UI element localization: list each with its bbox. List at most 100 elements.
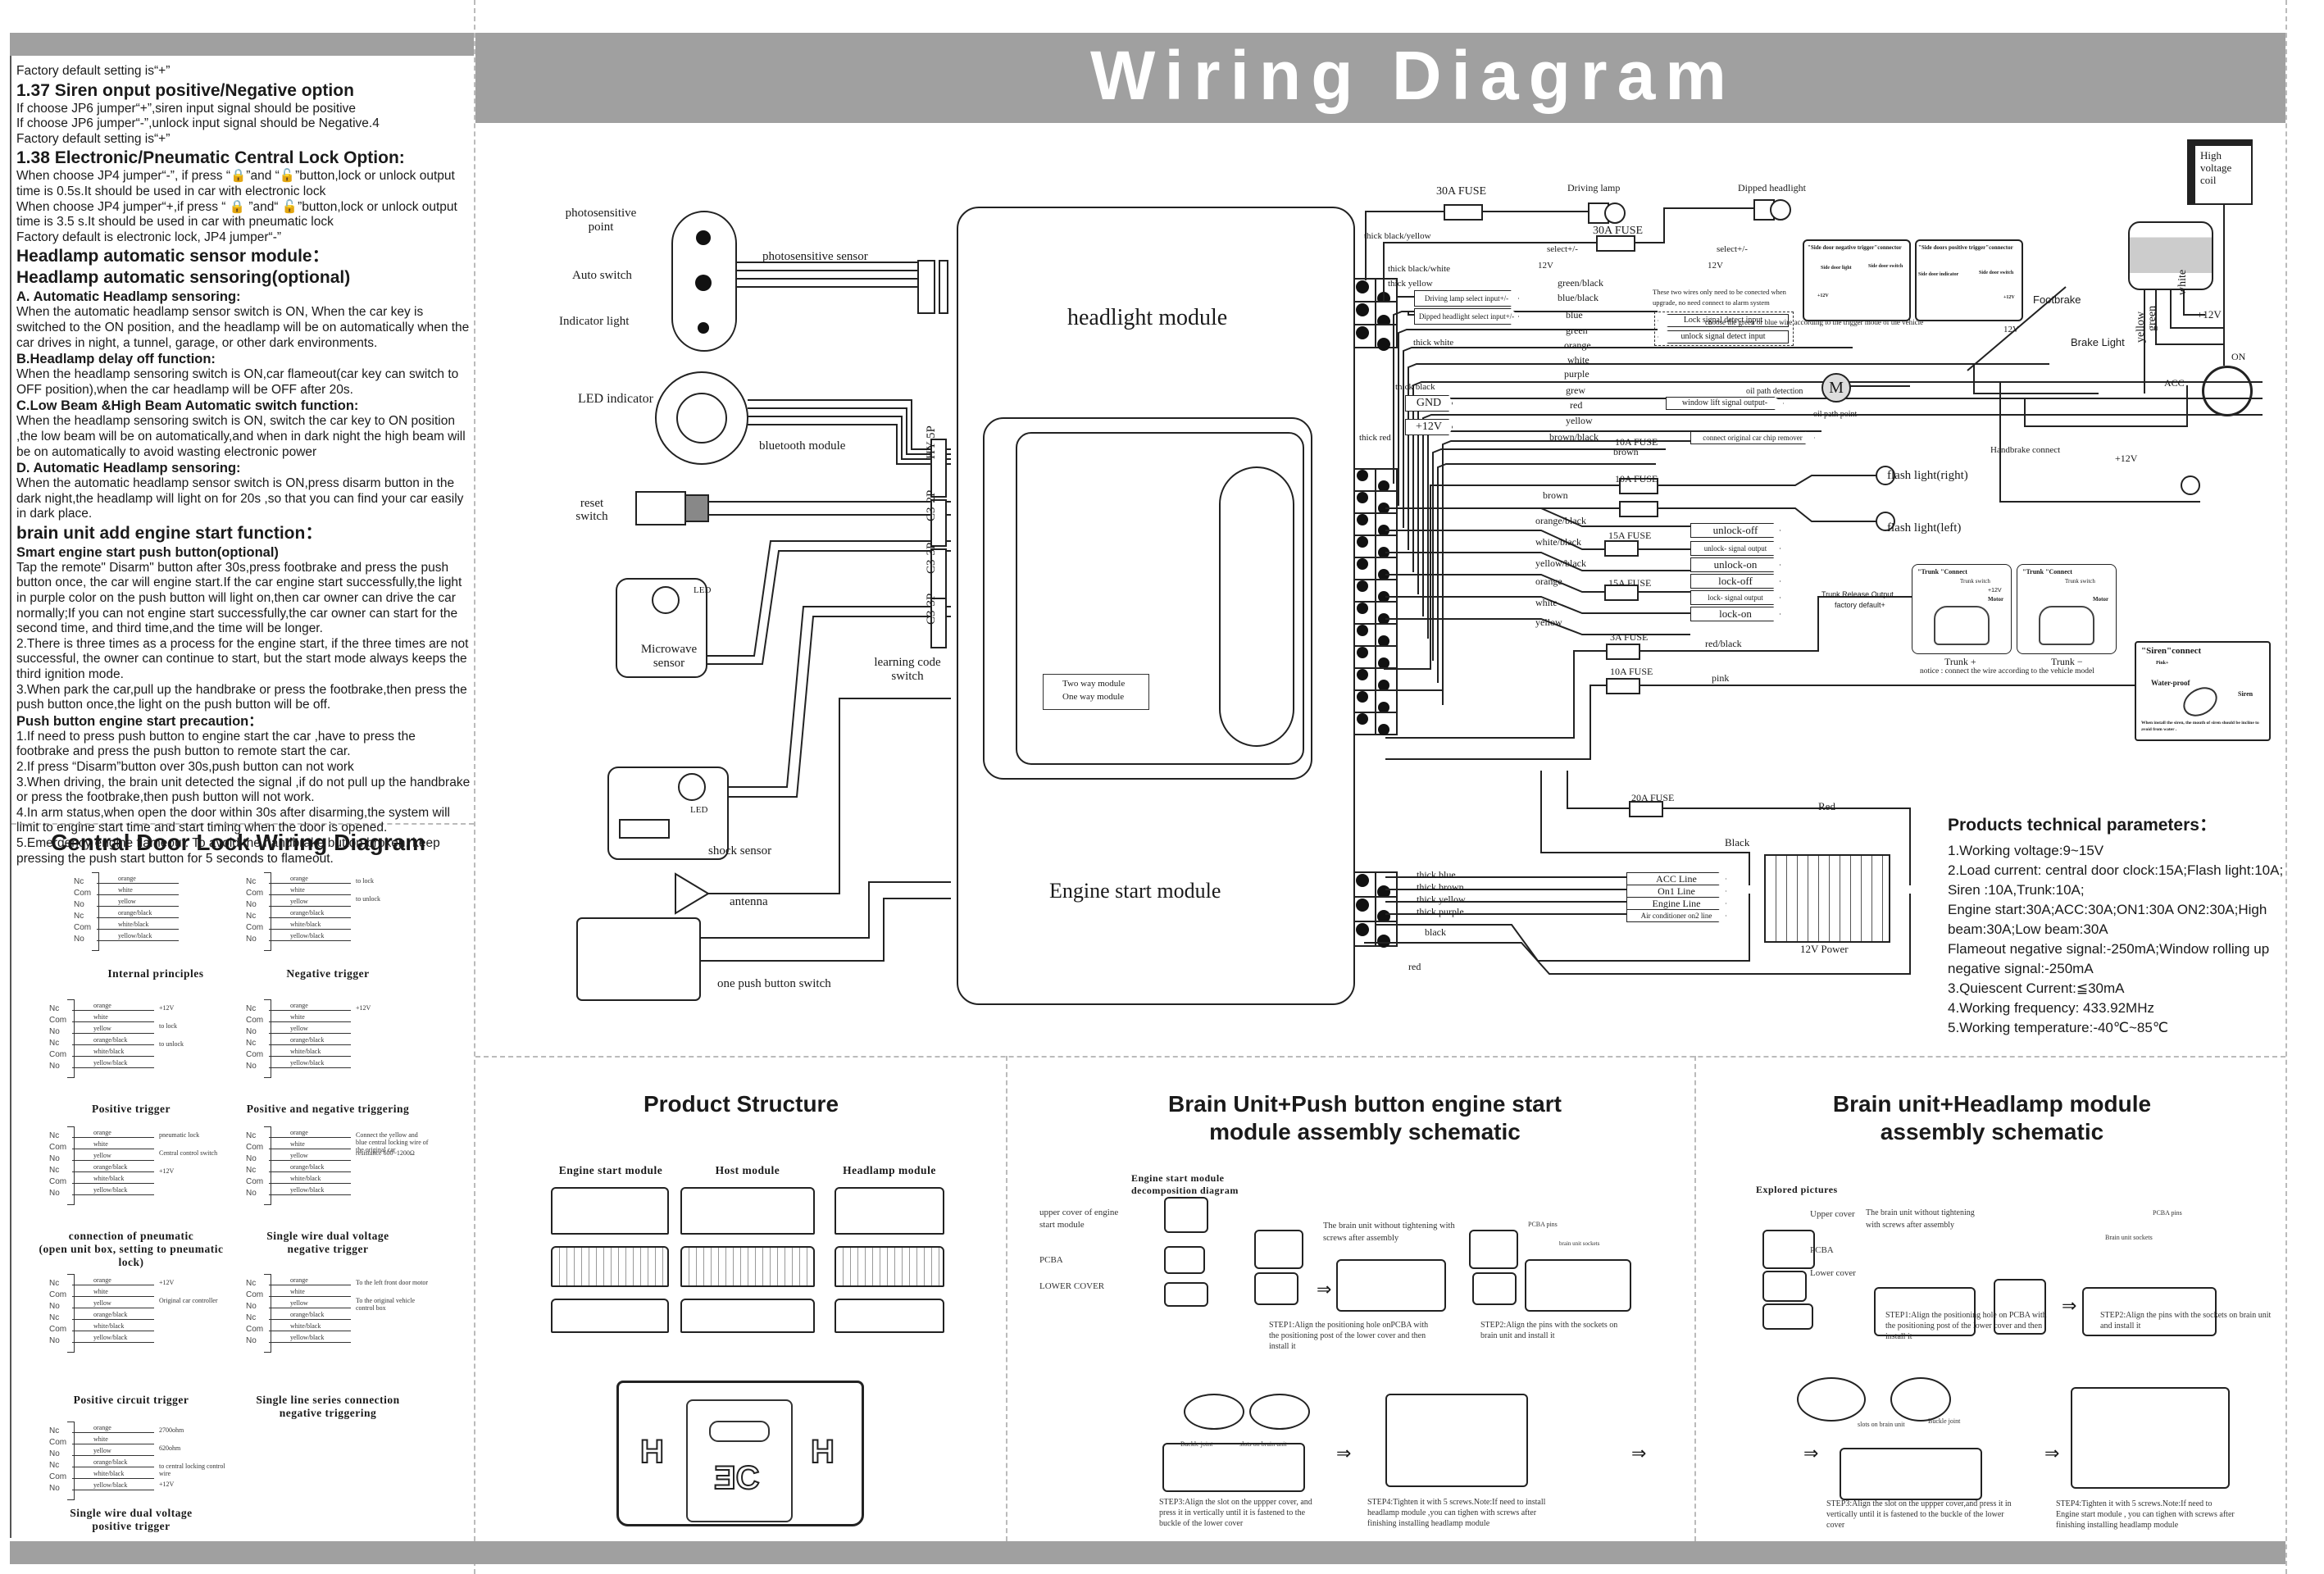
tech-param-item: 2.Load current: central door clock:15A;F… <box>1948 862 2284 878</box>
bh-step2: STEP2:Align the pins with the sockets on… <box>2100 1311 2272 1331</box>
wire-line <box>72 1044 154 1045</box>
wire-line <box>269 917 351 918</box>
lower-cover-part <box>551 1299 669 1333</box>
terminal-label: No <box>49 1484 60 1493</box>
connector-pin <box>1357 470 1368 481</box>
pcba-part <box>835 1246 944 1287</box>
flash-light-right-icon <box>1876 466 1895 485</box>
terminal-label: Nc <box>49 1461 60 1470</box>
ignition-switch[interactable] <box>2202 366 2253 416</box>
bluetooth-cable <box>748 416 951 460</box>
terminal-label: Nc <box>246 1313 257 1322</box>
diagram-note: to unlock <box>356 895 380 903</box>
cdl-caption: Single wire dual voltage negative trigge… <box>266 1230 389 1255</box>
side-door-pos-12v: +12V <box>2003 295 2015 300</box>
wire-main <box>1393 311 1658 484</box>
wire-line <box>72 1183 154 1184</box>
battery-red-label: Red <box>1818 800 1835 812</box>
siren-box: "Siren"connect Pink+ Water-proof Siren W… <box>2135 641 2271 741</box>
terminal-label: No <box>246 1062 257 1071</box>
terminal-label: No <box>49 1302 60 1311</box>
bluetooth-module-label: bluetooth module <box>759 439 846 453</box>
wire-main <box>1432 448 1666 661</box>
wire-label-brown-black: brown/black <box>1549 431 1599 443</box>
connector-c3-3p-a: C3-3P <box>925 542 938 574</box>
assembly-part-drawing <box>1762 1230 1815 1269</box>
diagram-note: +12V <box>159 1279 175 1286</box>
wire-color-label: orange <box>93 1276 111 1284</box>
terminal-label: Com <box>49 1472 67 1481</box>
wire-lock <box>1385 552 1690 571</box>
lower-cover-part <box>680 1299 815 1333</box>
fuse-icon <box>1619 501 1658 517</box>
page-title: Wiring Diagram <box>1090 37 1736 114</box>
divider-bottom-2 <box>1694 1056 1696 1541</box>
wire-line <box>269 1160 351 1161</box>
engine-wire-label: thick blue <box>1417 869 1456 880</box>
terminal-label: Nc <box>246 912 257 921</box>
trigger-mode-note: choose the green or blue wire according … <box>1705 318 1924 326</box>
terminal-label: Com <box>49 1290 67 1299</box>
trunk-plus-caption: Trunk + <box>1944 656 1976 667</box>
thick-white-label: thick white <box>1413 338 1454 348</box>
wire-color-label: orange <box>290 1002 308 1009</box>
wire-line <box>72 1478 154 1479</box>
assembly-part-drawing <box>1890 1377 1951 1422</box>
wire-color-label: white <box>93 1140 108 1148</box>
microwave-cable <box>707 550 951 665</box>
instruction-paragraph: 2.If press “Disarm”button over 30s,push … <box>16 760 354 774</box>
wire-color-label: yellow/black <box>290 932 325 939</box>
wire-color-label: white/black <box>93 1048 125 1055</box>
wire-line <box>72 1342 154 1343</box>
ps-headlamp-label: Headlamp module <box>843 1164 936 1176</box>
diagram-note: to lock <box>159 1022 177 1030</box>
upgrade-box <box>1654 312 1794 346</box>
reset-switch-body <box>635 491 686 525</box>
ign-white-label: white <box>2176 269 2189 295</box>
wire-color-label: white/black <box>93 1470 125 1477</box>
brain-unit-inner <box>1016 432 1304 765</box>
fuse-30a-2: 30A FUSE <box>1593 225 1644 237</box>
wire-line <box>72 1033 154 1034</box>
bh-step1: STEP1:Align the positioning hole on PCBA… <box>1885 1311 2047 1341</box>
upgrade-note: These two wires only need to be conected… <box>1653 288 1786 307</box>
connector-pin <box>1378 724 1389 735</box>
terminal-label: Nc <box>49 1279 60 1288</box>
driving-lamp-label: Driving lamp <box>1567 182 1621 193</box>
terminal-label: Com <box>246 1177 264 1186</box>
siren-title: "Siren"connect <box>2141 646 2202 656</box>
connector-pin <box>1357 603 1368 614</box>
wire-color-label: yellow <box>290 1025 308 1032</box>
dipped-headlight-label: Dipped headlight <box>1738 182 1806 193</box>
microwave-sensor-label: Microwave sensor <box>640 643 698 670</box>
side-connector <box>930 499 947 547</box>
assembly-part-drawing <box>1164 1282 1208 1307</box>
terminal-label: No <box>246 1302 257 1311</box>
terminal-label: No <box>246 935 257 944</box>
diagram-note: +12V <box>159 1167 175 1175</box>
wire-line <box>97 940 179 941</box>
lower-cover-part <box>835 1299 944 1333</box>
wire-line <box>72 1160 154 1161</box>
led-indicator-inner <box>676 393 727 444</box>
ignition-wire-green <box>2155 287 2224 345</box>
fuse-3a: 3A FUSE <box>1610 631 1649 643</box>
wire-line <box>97 883 179 884</box>
wire-color-label: yellow <box>290 898 308 905</box>
wire-color-label: white <box>290 1140 305 1148</box>
instruction-paragraph: Factory default is electronic lock, JP4 … <box>16 230 282 244</box>
wire-color-label: white <box>118 886 133 894</box>
terminal-label: Com <box>246 1050 264 1059</box>
connector-pin <box>1378 525 1389 536</box>
instruction-heading: D. Automatic Headlamp sensoring: <box>16 461 241 476</box>
wire-color-label: yellow <box>93 1025 111 1032</box>
brain-headlamp-title: Brain unit+Headlamp module assembly sche… <box>1832 1091 2152 1144</box>
wire-color-label: yellow <box>93 1152 111 1159</box>
trunk-minus-caption: Trunk − <box>2051 656 2083 667</box>
terminal-label: Nc <box>74 912 84 921</box>
tech-param-item: Siren :10A,Trunk:10A; <box>1948 882 2085 898</box>
instruction-paragraph: If choose JP6 jumper“-”,unlock input sig… <box>16 116 380 131</box>
wire-line <box>269 1319 351 1320</box>
bp-part-lower: LOWER COVER <box>1039 1281 1105 1291</box>
terminal-label: Com <box>49 1325 67 1334</box>
